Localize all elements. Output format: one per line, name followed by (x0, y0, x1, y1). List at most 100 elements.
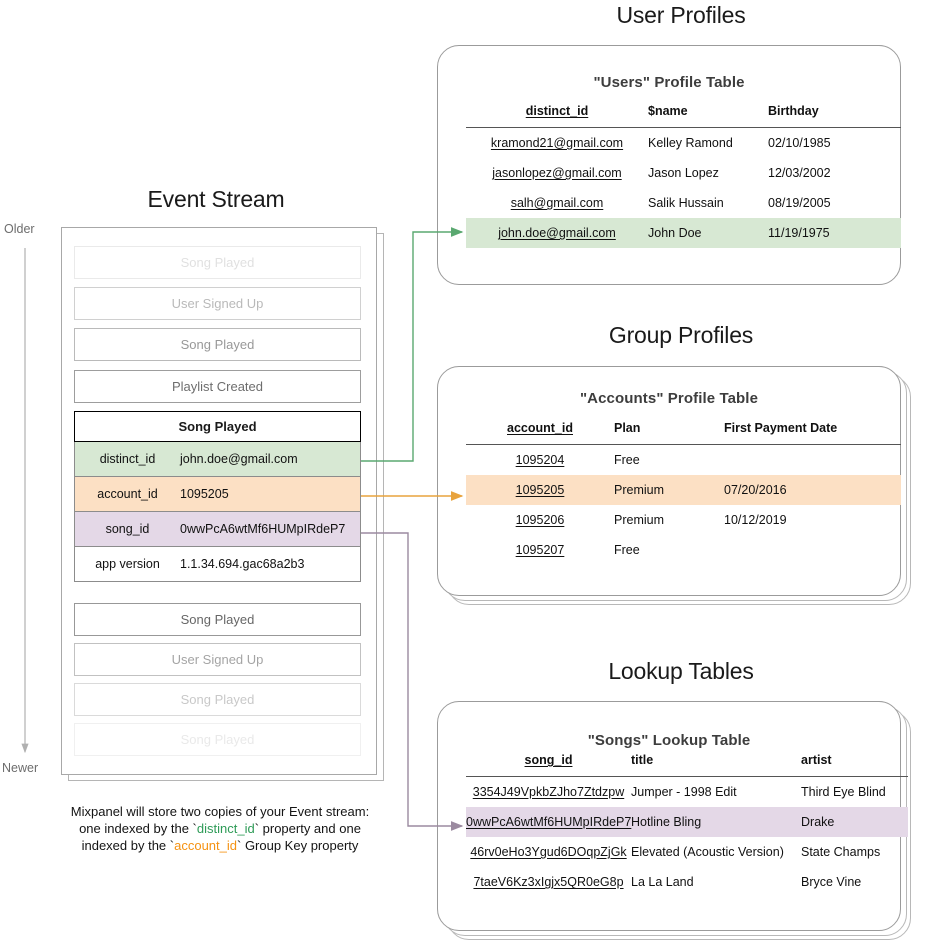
column-header-plan: Plan (614, 421, 724, 445)
cell-plan: Premium (614, 475, 724, 505)
property-value: 0wwPcA6wtMf6HUMpIRdeP7 (180, 522, 346, 536)
cell-song-id: 3354J49VpkbZJho7Ztdzpw (472, 785, 625, 799)
event-row[interactable]: User Signed Up (74, 643, 361, 676)
table-row[interactable]: 46rv0eHo3Ygud6DOqpZjGk Elevated (Acousti… (466, 837, 908, 867)
table-row[interactable]: 1095207 Free (466, 535, 901, 565)
cell-account-id: 1095206 (515, 513, 565, 527)
event-label: Song Played (180, 692, 255, 707)
column-header-artist: artist (801, 753, 908, 777)
column-header-birthday: Birthday (768, 104, 901, 128)
user-profiles-title: User Profiles (616, 2, 746, 28)
table-row-highlighted[interactable]: 0wwPcA6wtMf6HUMpIRdeP7 Hotline Bling Dra… (466, 807, 908, 837)
table-row[interactable]: 3354J49VpkbZJho7Ztdzpw Jumper - 1998 Edi… (466, 777, 908, 808)
cell-distinct-id: jasonlopez@gmail.com (492, 166, 622, 180)
property-key: distinct_id (99, 452, 156, 466)
songs-table-title: "Songs" Lookup Table (587, 732, 751, 749)
event-row[interactable]: Song Played (74, 723, 361, 756)
table-row[interactable]: 7taeV6Kz3xIgjx5QR0eG8p La La Land Bryce … (466, 867, 908, 897)
cell-birthday: 08/19/2005 (768, 196, 831, 210)
caption-line3-post: ` Group Key property (237, 838, 359, 853)
cell-name: Kelley Ramond (648, 136, 733, 150)
event-label: Playlist Created (171, 379, 264, 394)
cell-name: John Doe (648, 218, 768, 248)
accounts-table-title: "Accounts" Profile Table (579, 390, 759, 407)
cell-account-id: 1095204 (515, 453, 565, 467)
cell-song-id: 7taeV6Kz3xIgjx5QR0eG8p (473, 875, 624, 889)
property-key: song_id (105, 522, 150, 536)
property-value: john.doe@gmail.com (180, 452, 298, 466)
cell-artist: Drake (801, 807, 908, 837)
cell-artist: State Champs (801, 845, 881, 859)
event-row[interactable]: User Signed Up (74, 287, 361, 320)
table-row[interactable]: kramond21@gmail.com Kelley Ramond 02/10/… (466, 128, 901, 159)
event-row[interactable]: Song Played (74, 246, 361, 279)
event-label: Song Played (180, 612, 255, 627)
cell-birthday: 02/10/1985 (768, 136, 831, 150)
timeline-newer-label: Newer (2, 761, 39, 775)
cell-title: Hotline Bling (631, 807, 801, 837)
cell-artist: Third Eye Blind (801, 785, 886, 799)
cell-name: Jason Lopez (648, 166, 719, 180)
focused-event-header[interactable]: Song Played (74, 411, 361, 442)
event-label: Song Played (180, 337, 255, 352)
cell-name: Salik Hussain (648, 196, 724, 210)
cell-distinct-id: salh@gmail.com (510, 196, 604, 210)
cell-title: Elevated (Acoustic Version) (631, 845, 784, 859)
cell-plan: Free (614, 453, 640, 467)
cell-artist: Bryce Vine (801, 875, 862, 889)
cell-first-payment-date: 07/20/2016 (724, 475, 901, 505)
users-table: distinct_id $name Birthday kramond21@gma… (466, 104, 901, 248)
event-property-app-version[interactable]: app version 1.1.34.694.gac68a2b3 (74, 547, 361, 582)
event-property-distinct-id[interactable]: distinct_id john.doe@gmail.com (74, 442, 361, 477)
table-row[interactable]: 1095204 Free (466, 445, 901, 476)
cell-song-id: 0wwPcA6wtMf6HUMpIRdeP7 (466, 807, 631, 837)
event-stream-title: Event Stream (147, 186, 285, 212)
event-row[interactable]: Playlist Created (74, 370, 361, 403)
event-property-account-id[interactable]: account_id 1095205 (74, 477, 361, 512)
caption-account-id-token: account_id (174, 838, 237, 853)
lookup-tables-title: Lookup Tables (608, 658, 754, 684)
table-row-highlighted[interactable]: john.doe@gmail.com John Doe 11/19/1975 (466, 218, 901, 248)
property-key: account_id (97, 487, 158, 501)
column-header-name: $name (648, 104, 768, 128)
cell-birthday: 11/19/1975 (768, 218, 901, 248)
cell-first-payment-date: 10/12/2019 (724, 513, 787, 527)
caption-line-2: one indexed by the `distinct_id` propert… (50, 820, 390, 837)
focused-event-label: Song Played (178, 419, 257, 434)
event-row[interactable]: Song Played (74, 603, 361, 636)
cell-distinct-id: kramond21@gmail.com (490, 136, 624, 150)
cell-plan: Premium (614, 513, 665, 527)
table-header-row: account_id Plan First Payment Date (466, 421, 901, 445)
cell-title: Jumper - 1998 Edit (631, 785, 737, 799)
column-header-song-id: song_id (466, 753, 631, 777)
event-label: Song Played (180, 255, 255, 270)
column-header-title: title (631, 753, 801, 777)
column-header-distinct-id: distinct_id (466, 104, 648, 128)
cell-account-id: 1095205 (466, 475, 614, 505)
event-row[interactable]: Song Played (74, 328, 361, 361)
caption-line3-pre: indexed by the ` (81, 838, 175, 853)
event-label: Song Played (180, 732, 255, 747)
table-header-row: distinct_id $name Birthday (466, 104, 901, 128)
table-header-row: song_id title artist (466, 753, 908, 777)
table-row[interactable]: 1095206 Premium 10/12/2019 (466, 505, 901, 535)
cell-account-id: 1095207 (515, 543, 565, 557)
timeline-older-label: Older (4, 222, 35, 236)
caption-line-3: indexed by the `account_id` Group Key pr… (50, 837, 390, 854)
caption-line-1: Mixpanel will store two copies of your E… (70, 804, 370, 819)
users-table-title: "Users" Profile Table (593, 74, 745, 91)
cell-birthday: 12/03/2002 (768, 166, 831, 180)
cell-distinct-id: john.doe@gmail.com (466, 218, 648, 248)
group-profiles-title: Group Profiles (608, 322, 754, 348)
event-label: User Signed Up (171, 652, 264, 667)
table-row[interactable]: salh@gmail.com Salik Hussain 08/19/2005 (466, 188, 901, 218)
event-property-song-id[interactable]: song_id 0wwPcA6wtMf6HUMpIRdeP7 (74, 512, 361, 547)
cell-first-payment-date (724, 445, 901, 476)
event-row[interactable]: Song Played (74, 683, 361, 716)
cell-first-payment-date (724, 535, 901, 565)
table-row[interactable]: jasonlopez@gmail.com Jason Lopez 12/03/2… (466, 158, 901, 188)
property-key: app version (95, 557, 160, 571)
table-row-highlighted[interactable]: 1095205 Premium 07/20/2016 (466, 475, 901, 505)
property-value: 1095205 (180, 487, 229, 501)
